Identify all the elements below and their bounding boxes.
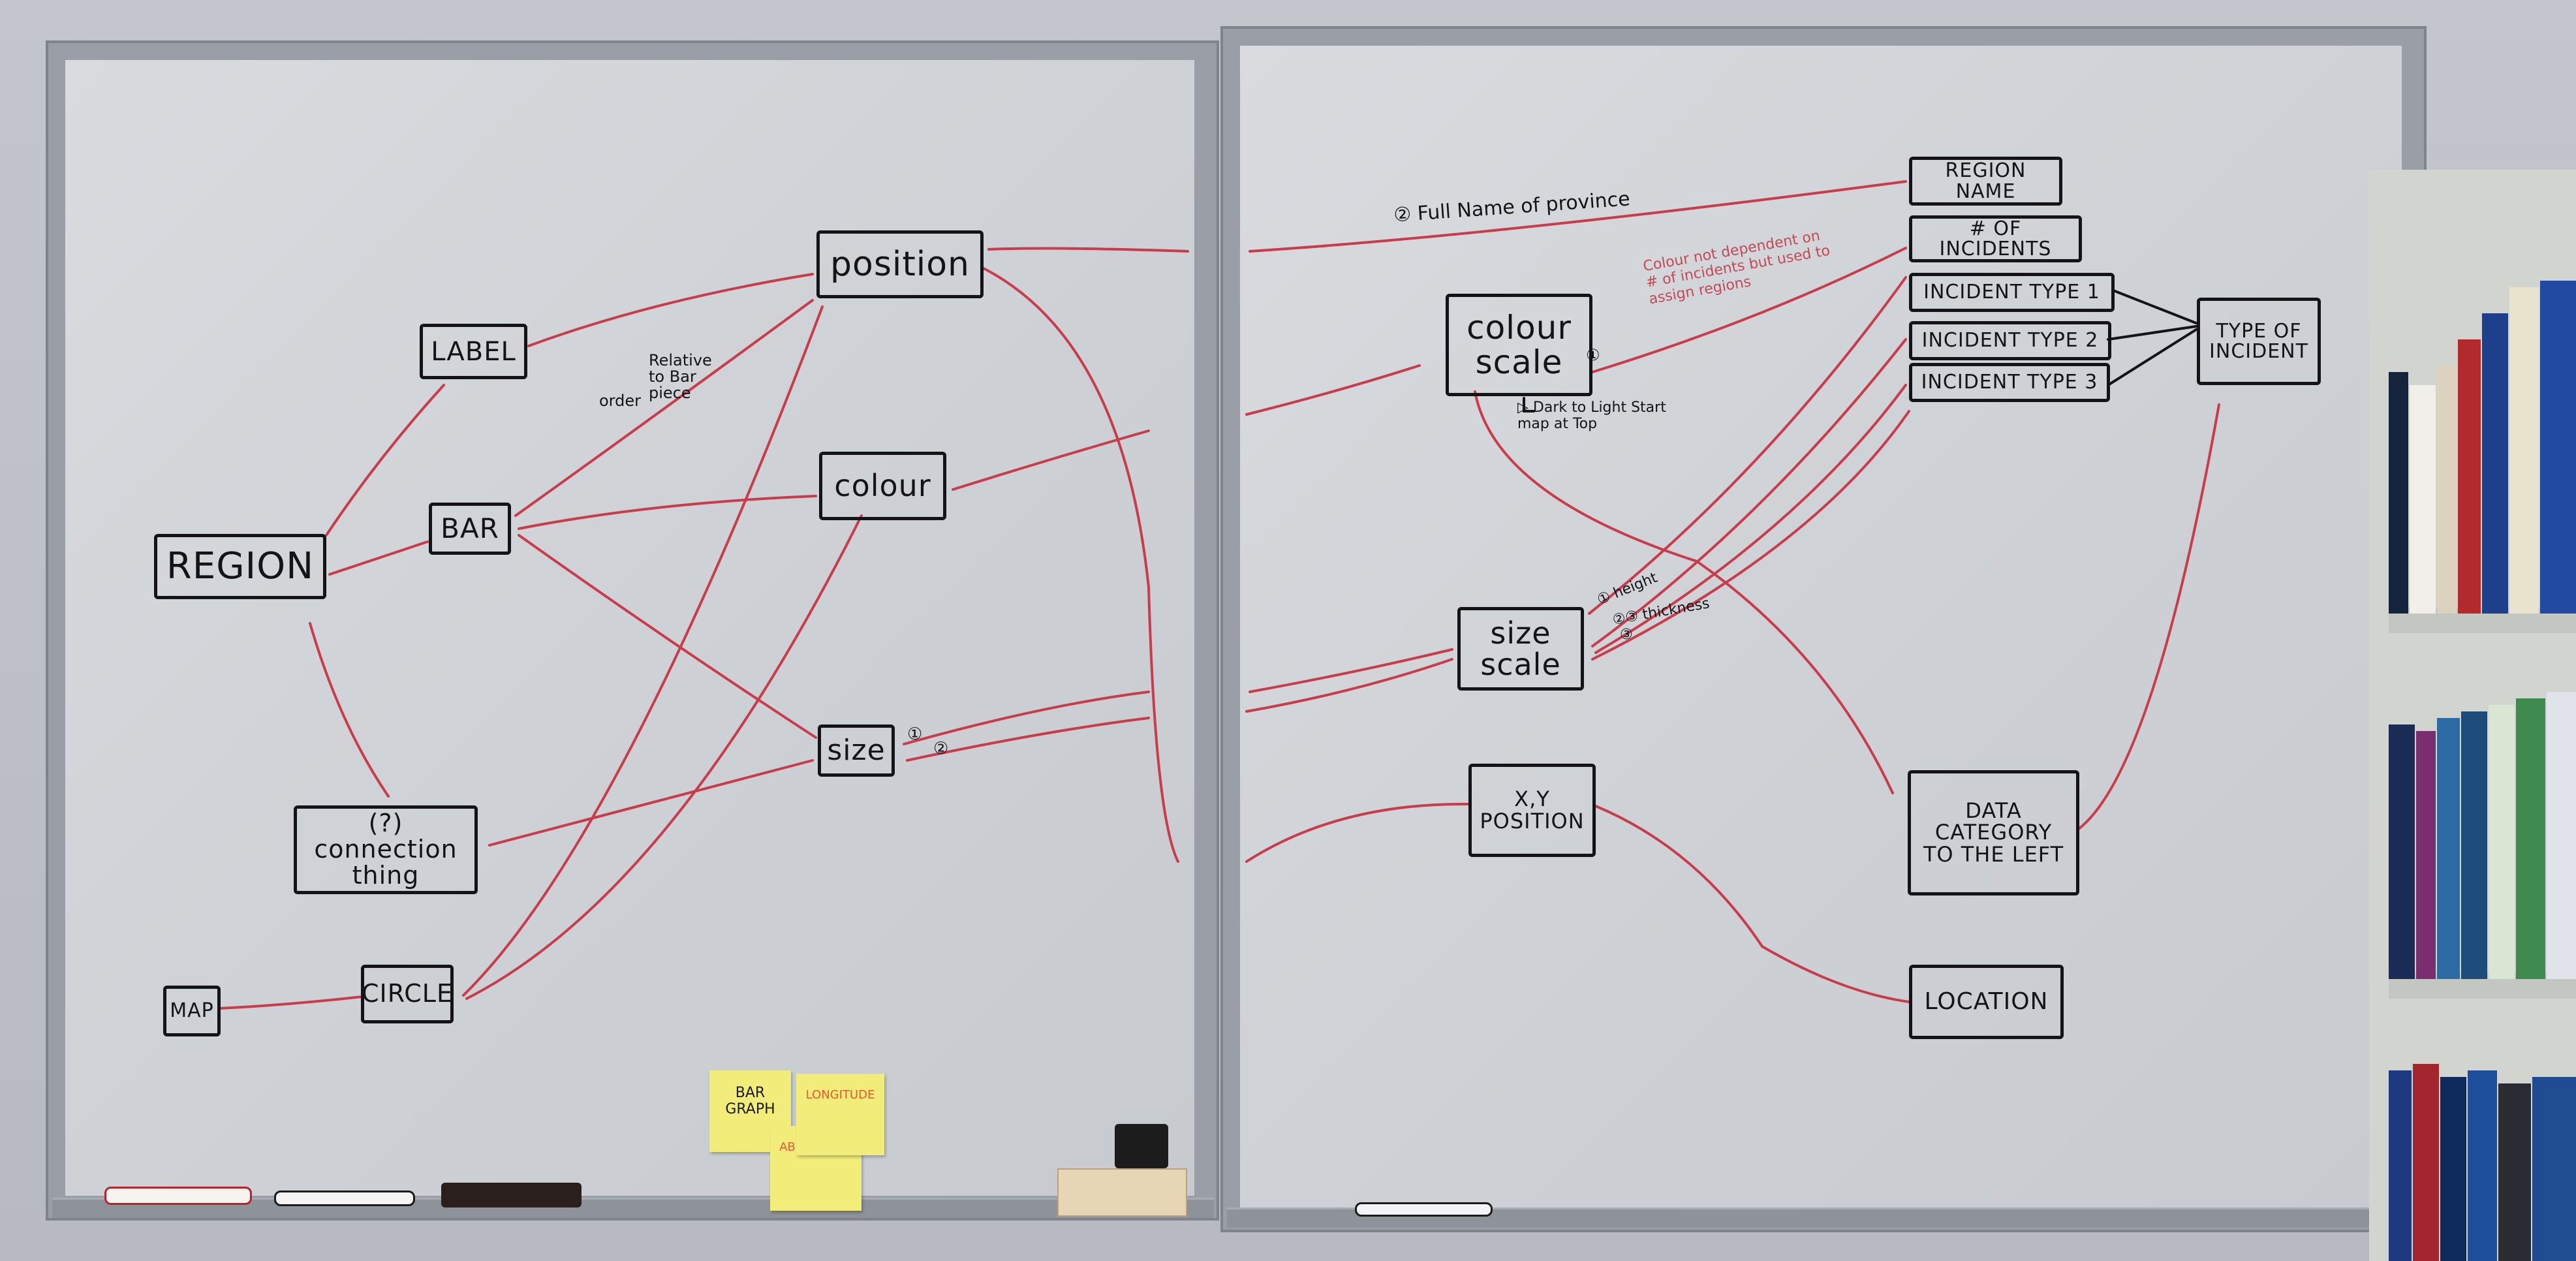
line-left-xy [1245,802,1470,863]
book [2437,718,2460,979]
line-circle-colour [465,514,863,1000]
book [2509,287,2539,614]
line-region-label [325,384,445,537]
line-region-bar [328,540,429,576]
eraser-box [1115,1124,1168,1168]
book [2498,1083,2531,1261]
eraser [441,1183,582,1207]
book [2389,1070,2412,1261]
line-left-colourscale [1245,364,1421,416]
line-size-right-2 [906,717,1150,762]
relative-note: Relative to Bar piece [649,351,712,403]
sticky-bar-graph-text: BAR GRAPH [725,1085,775,1117]
incident-type-3-node: INCIDENT TYPE 3 [1909,363,2110,402]
line-left-sizescale-2 [1249,648,1453,693]
line-left-sizescale-1 [1245,658,1453,713]
book [2461,711,2487,979]
region-node: REGION [154,534,326,599]
line-position-down [981,266,1179,863]
line-circle-position [462,305,824,997]
left-marker-tray [52,1198,1214,1218]
line-size-right-1 [903,691,1150,745]
book [2440,1077,2466,1261]
line-bar-colour [518,495,817,530]
colour-scale-circle-note: ① [1586,346,1600,364]
location-node: LOCATION [1909,965,2064,1039]
line-bar-size [518,534,817,739]
book [2389,724,2415,979]
book [2458,339,2481,614]
xy-position-node: X,Y POSITION [1468,764,1596,857]
region-name-node: REGION NAME [1909,157,2062,206]
bar-node: BAR [429,503,511,555]
size-node: size [818,724,895,777]
wood-block [1057,1168,1187,1217]
label-node: LABEL [420,324,527,379]
line-colour-right [952,429,1150,491]
bracket-type3 [2107,328,2197,386]
num-incidents-node: # OF INCIDENTS [1909,215,2082,262]
order-note: order [599,392,641,410]
line-size-type1 [1588,276,1907,615]
line-size-extra [1591,410,1910,661]
size-scale-node: size scale [1457,607,1584,691]
book [2410,385,2436,614]
book [2532,1077,2576,1261]
book [2547,692,2576,979]
red-marker [104,1187,252,1205]
line-category-type [2077,403,2220,830]
incident-type-1-node: INCIDENT TYPE 1 [1909,273,2115,312]
dark-to-light-note: ▷ Dark to Light Start map at Top [1517,399,1666,433]
book [2389,372,2408,614]
colour-node: colour [819,452,946,520]
book [2489,705,2515,979]
book [2516,698,2545,979]
book [2413,1064,2439,1261]
line-connection-size [488,759,814,847]
sticky-bar-graph: BAR GRAPH [709,1070,791,1152]
line-colourscale-category [1474,390,1894,794]
book [2437,366,2457,614]
data-category-node: DATA CATEGORY TO THE LEFT [1908,770,2079,895]
book [2416,731,2436,979]
line-size-type2 [1591,338,1907,647]
book [2540,281,2576,614]
connection-thing-node: (?) connection thing [294,805,478,894]
line-xy-location [1594,805,1910,1003]
map-node: MAP [163,986,221,1036]
line-size-type3 [1594,384,1907,654]
line-map-circle [217,995,364,1010]
black-marker [274,1191,415,1206]
line-colourscale-incidents [1591,247,1907,373]
book [2482,313,2508,614]
line-label-position [527,273,814,347]
right-whiteboard [1240,46,2402,1207]
type-of-incident-node: TYPE OF INCIDENT [2197,298,2321,385]
bracket-type1 [2112,289,2197,324]
arrow-dark-light [1523,397,1535,413]
black-marker-right [1355,1202,1493,1217]
number-three-note: ③ [1620,627,1633,643]
position-node: position [816,230,984,298]
line-fullname-regionname [1249,180,1907,253]
sticky-longitude-text: LONGITUDE [805,1088,875,1102]
book [2468,1070,2497,1261]
size-note-2: ② [933,739,949,758]
colour-scale-node: colour scale [1446,294,1592,396]
line-position-right [987,247,1189,253]
line-bar-position [514,299,814,517]
circle-node: CIRCLE [361,965,454,1023]
bracket-type2 [2107,325,2197,341]
sticky-longitude: LONGITUDE [796,1074,884,1155]
line-region-connection [309,622,390,798]
size-note-1: ① [907,724,923,744]
incident-type-2-node: INCIDENT TYPE 2 [1909,321,2111,360]
